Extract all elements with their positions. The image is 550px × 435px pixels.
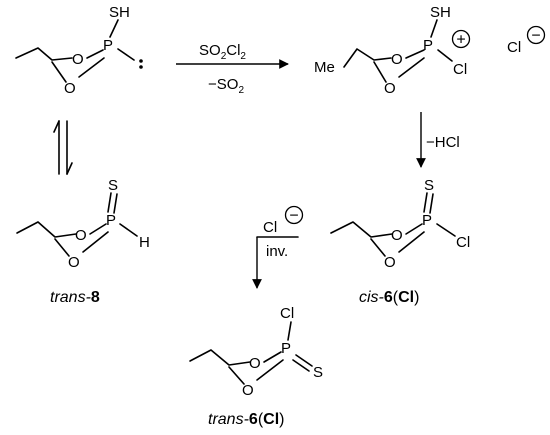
atom-o-ring-upper: O — [391, 51, 403, 68]
atom-o-ring-upper: O — [72, 51, 84, 68]
reagent-chloride: Cl — [263, 219, 277, 236]
bond-p-cl — [287, 321, 292, 341]
bond-p-s-double-a — [107, 192, 112, 213]
bond-p-s-double-b — [292, 359, 310, 372]
atom-o-ring-upper: O — [391, 227, 403, 244]
atom-o-ring-upper: O — [75, 227, 87, 244]
reaction-arrow-hcl-elimination: −HCl — [416, 112, 460, 168]
bond-o-p-upper — [86, 49, 104, 59]
molecule-trans-8: S P H O O — [16, 177, 150, 271]
atom-s: S — [108, 177, 118, 194]
atom-s: S — [424, 177, 434, 194]
bond-p-s-double-a — [295, 354, 313, 367]
atom-s: S — [313, 364, 323, 381]
reagent-inversion: inv. — [266, 243, 288, 260]
negative-charge-sign: − — [289, 208, 298, 225]
ring-bonds — [330, 221, 393, 238]
atom-cl: Cl — [453, 61, 467, 78]
label-cis-6-cl: cis-6(Cl) — [359, 289, 419, 306]
equilibrium-arrows — [53, 120, 73, 175]
negative-charge-circle — [526, 25, 546, 45]
atom-p: P — [103, 37, 113, 54]
reagent-minus-so2: −SO2 — [208, 76, 244, 96]
lone-pair-dot-1 — [139, 59, 143, 63]
bond-o-p-upper — [263, 351, 282, 363]
bond-o-p-upper — [89, 223, 107, 235]
label-trans-8: trans-8 — [50, 289, 100, 306]
atom-o-ring-lower: O — [64, 80, 76, 97]
ring-bonds — [189, 349, 251, 366]
negative-charge-circle — [284, 205, 304, 225]
atom-o-ring-lower: O — [242, 382, 254, 399]
atom-p: P — [422, 212, 432, 229]
bond-c-o — [54, 238, 70, 257]
atom-p: P — [423, 37, 433, 54]
bond-p-sh — [109, 19, 119, 38]
atom-o-ring-upper: O — [249, 355, 261, 372]
ring-bonds — [343, 48, 392, 68]
molecule-thiophosphite: SH P O O — [15, 4, 143, 97]
atom-o-ring-lower: O — [384, 80, 396, 97]
lone-pair-dot-2 — [139, 65, 143, 69]
bond-c-o — [51, 61, 67, 83]
atom-o-ring-lower: O — [384, 254, 396, 271]
bond-o-p-upper — [405, 49, 425, 59]
bond-p-cl — [437, 49, 453, 62]
bond-p-s-double-b — [429, 193, 434, 214]
bond-p-s-double-b — [113, 193, 118, 214]
atom-cl: Cl — [456, 234, 470, 251]
bond-o-p-upper — [405, 223, 423, 235]
atom-p: P — [281, 340, 291, 357]
atom-sh: SH — [109, 4, 130, 21]
molecule-chlorophosphonium: Me SH P Cl O O + — [314, 4, 471, 97]
bond-o-p-lower — [82, 231, 109, 253]
label-trans-6-cl: trans-6(Cl) — [208, 411, 284, 428]
atom-cl: Cl — [507, 39, 521, 56]
positive-charge-circle — [451, 29, 471, 49]
atom-sh: SH — [430, 4, 451, 21]
substituent-me: Me — [314, 59, 335, 76]
atom-h: H — [139, 234, 150, 251]
atom-p: P — [106, 212, 116, 229]
bond-p-h — [119, 223, 138, 237]
molecule-trans-6-cl: Cl P S O O — [189, 305, 323, 399]
reaction-arrow-inversion: Cl − inv. — [252, 205, 304, 289]
reagent-minus-hcl: −HCl — [426, 134, 460, 151]
bond-p-sh — [430, 19, 438, 38]
bond-o-p-lower — [256, 359, 284, 381]
atom-o-ring-lower: O — [68, 254, 80, 271]
bond-p-s-double-a — [423, 192, 428, 213]
equilibrium-up-barb — [53, 120, 60, 133]
positive-charge-sign: + — [456, 32, 465, 49]
ring-bonds — [15, 47, 73, 61]
reagent-so2cl2: SO2Cl2 — [199, 42, 246, 62]
bond-c-o — [373, 61, 387, 83]
bond-c-o — [228, 366, 245, 385]
negative-charge-sign: − — [531, 28, 540, 45]
bond-c-o — [370, 238, 386, 257]
counter-ion-chloride: Cl − — [507, 25, 546, 56]
bond-p-cl — [436, 223, 456, 237]
ring-bonds — [16, 221, 77, 238]
bond-p-lonepair — [117, 48, 135, 61]
molecule-cis-6-cl: S P Cl O O — [330, 177, 470, 271]
reaction-arrow-sulfuryl-chloride: SO2Cl2 −SO2 — [176, 42, 289, 96]
bond-o-p-lower — [78, 57, 105, 78]
bond-o-p-lower — [398, 57, 425, 78]
bond-o-p-lower — [398, 231, 425, 253]
atom-cl: Cl — [280, 305, 294, 322]
equilibrium-down-barb — [66, 162, 73, 175]
